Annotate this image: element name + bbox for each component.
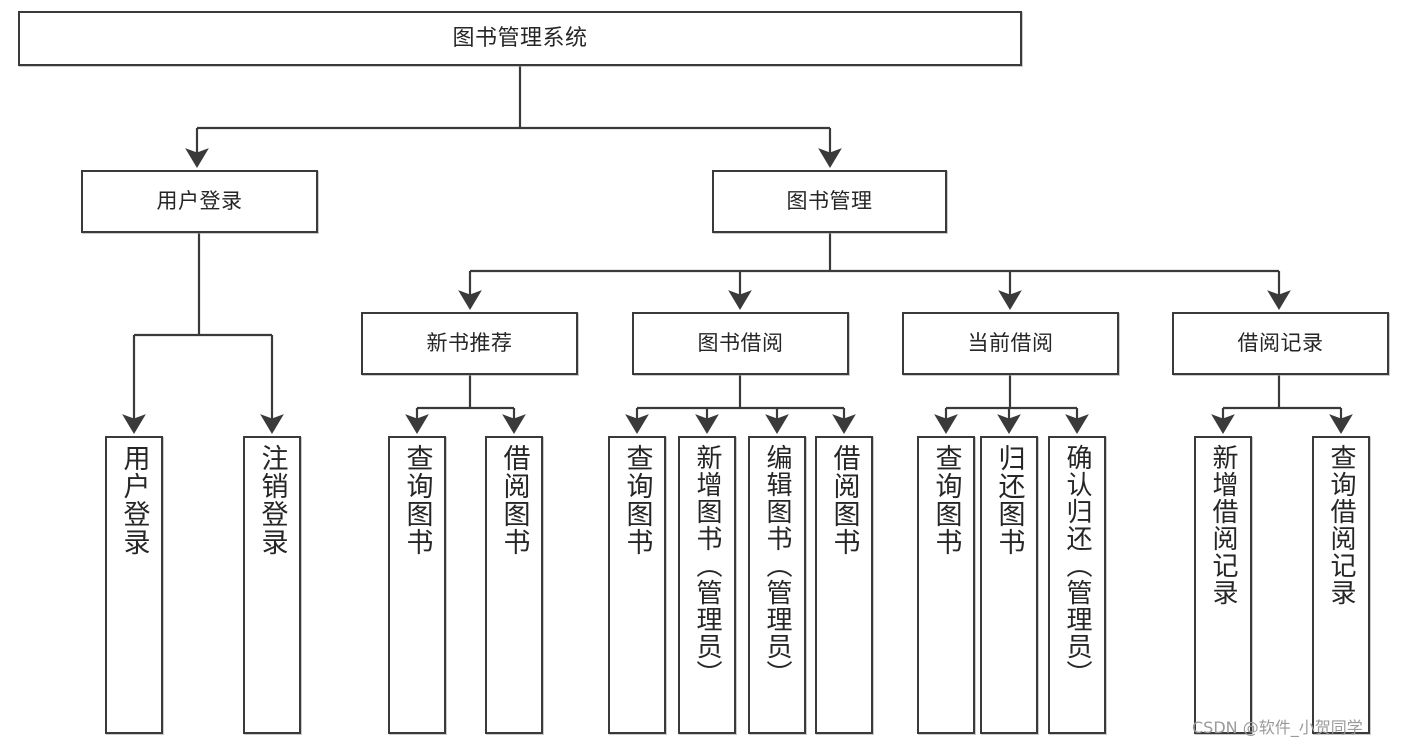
leaf-edit-book-admin[interactable]: 编辑图书（管理员） <box>748 436 806 734</box>
node-user-login[interactable]: 用户登录 <box>81 170 318 233</box>
node-book-management-label: 图书管理 <box>786 189 873 214</box>
leaf-borrow-book-newbook-label: 借阅图书 <box>498 444 530 556</box>
node-current-borrow[interactable]: 当前借阅 <box>902 312 1119 375</box>
node-new-book-recommend[interactable]: 新书推荐 <box>361 312 578 375</box>
leaf-user-login-label: 用户登录 <box>118 444 150 556</box>
leaf-query-borrow-record[interactable]: 查询借阅记录 <box>1312 436 1370 734</box>
node-root[interactable]: 图书管理系统 <box>18 11 1022 66</box>
leaf-query-book-newbook[interactable]: 查询图书 <box>388 436 446 734</box>
watermark: CSDN @软件_小贺同学 <box>1192 718 1363 737</box>
leaf-return-book[interactable]: 归还图书 <box>980 436 1038 734</box>
leaf-add-book-admin[interactable]: 新增图书（管理员） <box>678 436 736 734</box>
leaf-user-login[interactable]: 用户登录 <box>105 436 163 734</box>
leaf-query-book-borrow-label: 查询图书 <box>621 444 653 556</box>
node-book-borrow[interactable]: 图书借阅 <box>632 312 849 375</box>
leaf-borrow-book-newbook[interactable]: 借阅图书 <box>485 436 543 734</box>
node-borrow-records[interactable]: 借阅记录 <box>1172 312 1389 375</box>
node-new-book-recommend-label: 新书推荐 <box>426 331 513 356</box>
leaf-add-borrow-record[interactable]: 新增借阅记录 <box>1194 436 1252 734</box>
leaf-confirm-return-admin-label: 确认归还（管理员） <box>1062 444 1092 687</box>
node-book-borrow-label: 图书借阅 <box>697 331 784 356</box>
leaf-add-borrow-record-label: 新增借阅记录 <box>1208 444 1238 606</box>
leaf-query-book-borrow[interactable]: 查询图书 <box>608 436 666 734</box>
leaf-logout-label: 注销登录 <box>256 444 288 556</box>
leaf-query-book-newbook-label: 查询图书 <box>401 444 433 556</box>
node-borrow-records-label: 借阅记录 <box>1237 331 1324 356</box>
leaf-confirm-return-admin[interactable]: 确认归还（管理员） <box>1048 436 1106 734</box>
leaf-borrow-book-borrow-label: 借阅图书 <box>828 444 860 556</box>
node-current-borrow-label: 当前借阅 <box>967 331 1054 356</box>
node-user-login-label: 用户登录 <box>156 189 243 214</box>
leaf-query-borrow-record-label: 查询借阅记录 <box>1326 444 1356 606</box>
leaf-query-book-current-label: 查询图书 <box>930 444 962 556</box>
leaf-edit-book-admin-label: 编辑图书（管理员） <box>762 444 792 687</box>
leaf-return-book-label: 归还图书 <box>993 444 1025 556</box>
leaf-add-book-admin-label: 新增图书（管理员） <box>692 444 722 687</box>
leaf-borrow-book-borrow[interactable]: 借阅图书 <box>815 436 873 734</box>
node-root-label: 图书管理系统 <box>452 25 588 51</box>
leaf-query-book-current[interactable]: 查询图书 <box>917 436 975 734</box>
leaf-logout[interactable]: 注销登录 <box>243 436 301 734</box>
node-book-management[interactable]: 图书管理 <box>712 170 947 233</box>
